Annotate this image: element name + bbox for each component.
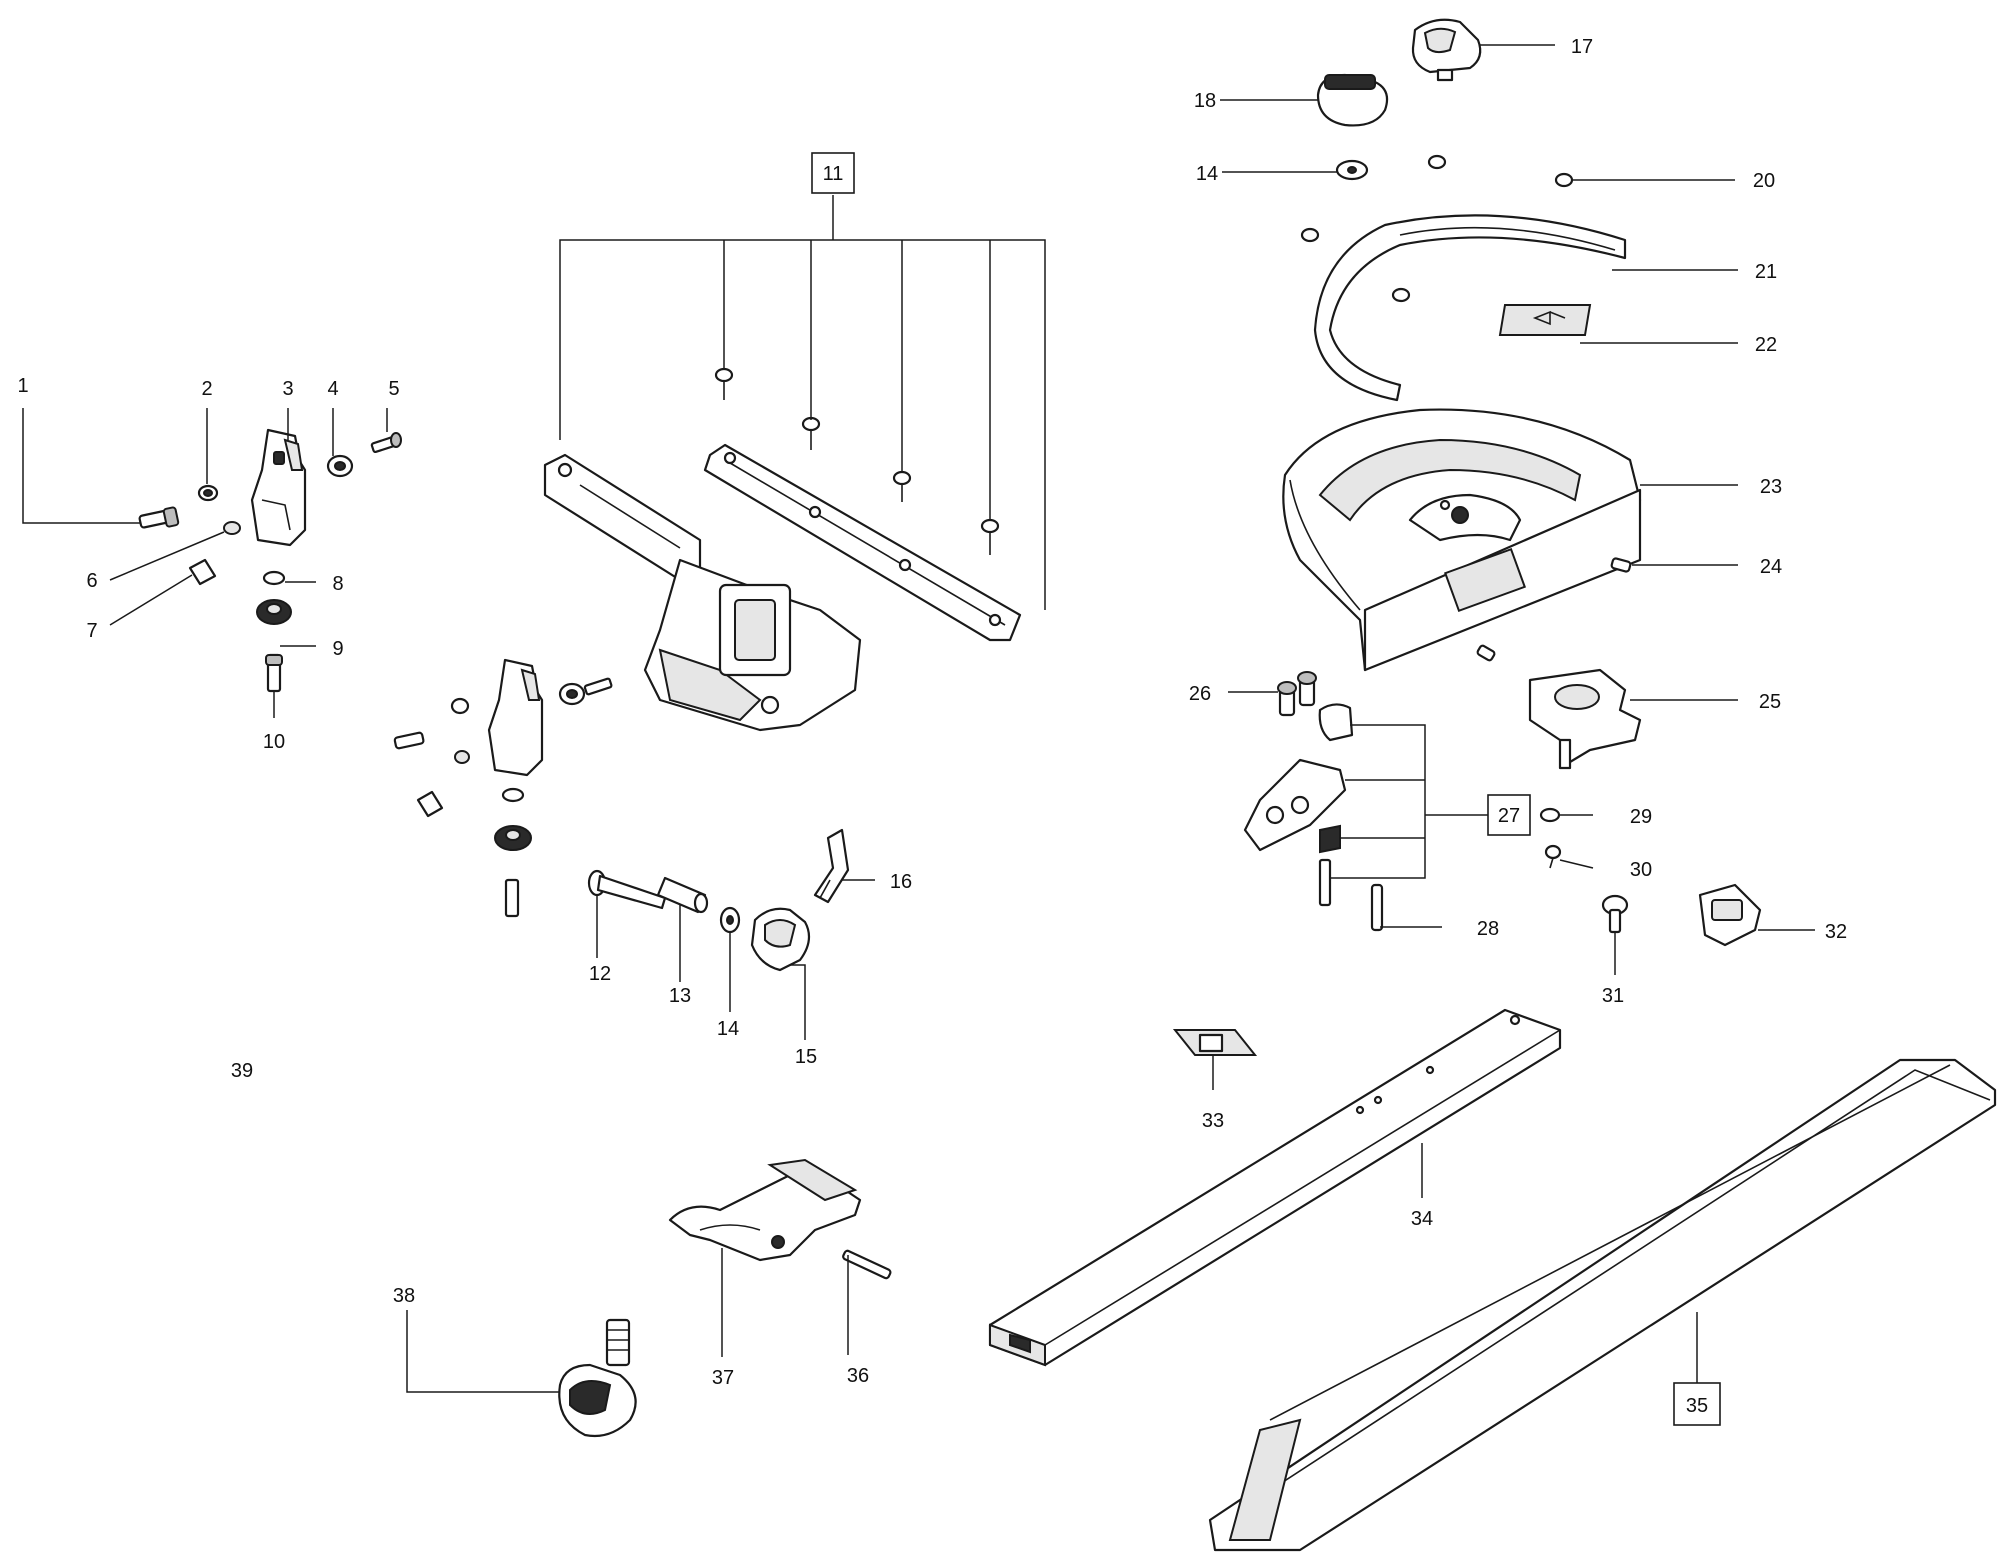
callout-20: 20 xyxy=(1753,170,1775,192)
part-36-pin xyxy=(842,1249,892,1280)
callout-11: 11 xyxy=(823,163,844,185)
part-37-clamp-lever xyxy=(668,1158,862,1262)
part-11-fence-bracket xyxy=(543,453,862,732)
part-32-clip xyxy=(1698,883,1762,947)
callout-26: 26 xyxy=(1189,683,1211,705)
leader-lines xyxy=(22,44,1815,1393)
callout-5: 5 xyxy=(388,378,399,400)
part-7-nut xyxy=(188,558,217,586)
callout-37: 37 xyxy=(712,1367,734,1389)
part-5-screw xyxy=(370,432,402,454)
part-23-miter-base xyxy=(1282,408,1642,672)
callout-9: 9 xyxy=(332,638,343,660)
part-18-knob xyxy=(1316,73,1389,127)
callout-17: 17 xyxy=(1571,36,1593,58)
part-10-bolt xyxy=(265,653,283,693)
part-13-spacer xyxy=(656,876,709,914)
callout-31: 31 xyxy=(1602,985,1624,1007)
part-11-leaders xyxy=(559,195,1046,610)
callout-6: 6 xyxy=(86,570,97,592)
callout-15: 15 xyxy=(795,1046,817,1068)
callout-2: 2 xyxy=(201,378,212,400)
part-25-bracket xyxy=(1528,668,1642,770)
callout-30: 30 xyxy=(1630,859,1652,881)
callout-36: 36 xyxy=(847,1365,869,1387)
part-15-knob xyxy=(750,907,811,972)
part-3-bracket xyxy=(250,428,307,547)
callout-10: 10 xyxy=(263,731,285,753)
part-9-bearing xyxy=(256,599,292,625)
callout-35: 35 xyxy=(1686,1395,1708,1417)
part-17-knob xyxy=(1411,18,1482,82)
part-35-fence-extension xyxy=(1208,1058,1997,1552)
callout-18: 18 xyxy=(1194,90,1216,112)
part-34-rail xyxy=(988,1008,1562,1367)
part-11-rail xyxy=(703,443,1022,642)
callout-24: 24 xyxy=(1760,556,1782,578)
callout-25: 25 xyxy=(1759,691,1781,713)
part-14-washer-left xyxy=(719,906,741,934)
part-14-washer-right xyxy=(1335,159,1369,181)
callout-3: 3 xyxy=(282,378,293,400)
callout-29: 29 xyxy=(1630,806,1652,828)
callout-38: 38 xyxy=(393,1285,415,1307)
callout-23: 23 xyxy=(1760,476,1782,498)
part-6-pin xyxy=(223,521,241,535)
callout-1: 1 xyxy=(17,375,28,397)
part-24-pin xyxy=(1610,557,1632,573)
part-28-pin xyxy=(1370,883,1384,932)
callout-32: 32 xyxy=(1825,921,1847,943)
callout-27-box: 27 xyxy=(1487,794,1531,836)
part-38-knob xyxy=(558,1318,637,1438)
callout-14-right: 14 xyxy=(1196,163,1218,185)
pin-lower xyxy=(1476,644,1496,662)
part-4-nut xyxy=(326,454,354,478)
callout-22: 22 xyxy=(1755,334,1777,356)
callout-34: 34 xyxy=(1411,1208,1433,1230)
part-12-bolt xyxy=(587,869,667,910)
callout-labels: 1 2 3 4 5 6 7 8 9 10 12 13 14 15 16 17 1… xyxy=(17,36,1847,1389)
callout-16: 16 xyxy=(890,871,912,893)
callout-33: 33 xyxy=(1202,1110,1224,1132)
part-26-screws xyxy=(1277,671,1317,717)
part-21-angle-scale xyxy=(1313,214,1627,402)
callout-12: 12 xyxy=(589,963,611,985)
part-30-screw xyxy=(1544,844,1562,869)
part-27-clamp-block xyxy=(1243,703,1354,907)
callout-7: 7 xyxy=(86,620,97,642)
part-set-b xyxy=(393,658,613,918)
part-2-washer xyxy=(197,484,219,502)
part-16-lever xyxy=(813,828,850,904)
callout-4: 4 xyxy=(327,378,338,400)
callout-28: 28 xyxy=(1477,918,1499,940)
part-8-washer xyxy=(262,570,286,586)
part-1-screw xyxy=(138,506,180,529)
part-33-label xyxy=(1172,1029,1258,1056)
part-22-label xyxy=(1498,304,1592,336)
callout-35-box: 35 xyxy=(1673,1382,1721,1426)
part-29-washer xyxy=(1539,807,1561,823)
callout-11-box: 11 xyxy=(811,152,855,194)
callout-27: 27 xyxy=(1498,805,1520,827)
callout-39: 39 xyxy=(231,1060,253,1082)
callout-21: 21 xyxy=(1755,261,1777,283)
callout-14-left: 14 xyxy=(717,1018,739,1040)
part-27-leaders xyxy=(1330,724,1488,879)
callout-13: 13 xyxy=(669,985,691,1007)
screws-upper xyxy=(1300,154,1574,303)
callout-8: 8 xyxy=(332,573,343,595)
part-31-screw xyxy=(1601,894,1629,934)
